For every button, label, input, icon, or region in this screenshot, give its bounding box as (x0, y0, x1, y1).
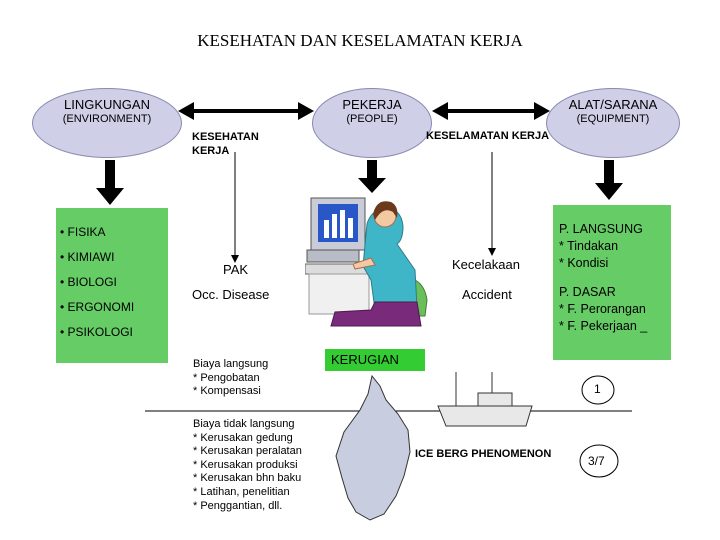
equipment-factor-item: * Kondisi (559, 256, 609, 270)
page-title: KESEHATAN DAN KESELAMATAN KERJA (197, 31, 523, 50)
arrow-people-equipment (432, 102, 550, 120)
work-safety-label: KESELAMATAN KERJA (426, 130, 550, 142)
down-arrow-right (595, 160, 623, 200)
equipment-oval: ALAT/SARANA (EQUIPMENT) (546, 88, 680, 158)
indirect-cost-item: Biaya tidak langsung (193, 418, 295, 430)
iceberg-icon (335, 374, 411, 521)
accident-label: Accident (462, 287, 512, 302)
environment-factor-item: • ERGONOMI (60, 300, 135, 314)
indirect-cost-item: * Latihan, penelitian (193, 485, 290, 498)
direct-cost-item: Biaya langsung (193, 358, 269, 370)
equipment-factor-item: * F. Pekerjaan _ (559, 319, 648, 333)
down-arrow-center (358, 160, 386, 193)
equipment-factor-item: P. DASAR (559, 285, 616, 299)
equipment-factors-box: P. LANGSUNG * Tindakan * Kondisi P. DASAR * … (553, 205, 671, 360)
kecelakaan-label: Kecelakaan (452, 257, 520, 272)
equipment-factor-item: * F. Perorangan (559, 302, 646, 316)
indirect-cost-item: * Penggantian, dll. (193, 499, 283, 512)
environment-factor-item: • BIOLOGI (60, 275, 117, 289)
equipment-label: ALAT/SARANA (568, 97, 658, 112)
worker-at-computer-illustration (305, 197, 428, 327)
equipment-factors-list: P. LANGSUNG * Tindakan * Kondisi P. DASAR * … (559, 221, 647, 335)
arrow-env-people (178, 102, 314, 120)
environment-factor-item: • KIMIAWI (60, 250, 115, 264)
occupational-disease-label: Occ. Disease (192, 287, 270, 302)
equipment-sublabel: (EQUIPMENT) (576, 113, 650, 125)
environment-sublabel: (ENVIRONMENT) (62, 113, 152, 125)
page-circle-1 (581, 375, 615, 405)
down-arrow-left (96, 160, 124, 205)
loss-label: KERUGIAN (331, 352, 399, 367)
direct-cost-item: * Kompensasi (193, 385, 261, 398)
indirect-costs-list: Biaya tidak langsung* Kerusakan gedung* … (193, 418, 302, 513)
people-oval: PEKERJA (PEOPLE) (312, 88, 432, 158)
people-sublabel: (PEOPLE) (346, 113, 398, 125)
people-label: PEKERJA (342, 97, 402, 112)
equipment-factor-item: * Tindakan (559, 239, 619, 253)
indirect-cost-item: * Kerusakan produksi (193, 458, 298, 471)
environment-oval: LINGKUNGAN (ENVIRONMENT) (32, 88, 182, 158)
environment-factors-list: • FISIKA • KIMIAWI • BIOLOGI • ERGONOMI • PS… (60, 220, 134, 345)
indirect-cost-item: * Kerusakan bhn baku (193, 472, 302, 485)
page-number-2: 3/7 (588, 454, 605, 468)
environment-factor-item: • FISIKA (60, 225, 106, 239)
page-circle-2 (579, 444, 619, 478)
environment-label: LINGKUNGAN (64, 97, 150, 112)
loss-box: KERUGIAN (325, 349, 425, 371)
direct-costs-list: Biaya langsung* Pengobatan* Kompensasi (193, 358, 268, 399)
page-number-1: 1 (594, 382, 601, 396)
pak-label: PAK (223, 262, 249, 277)
direct-cost-item: * Pengobatan (193, 371, 260, 384)
occupational-health-label: KESEHATAN KERJA (192, 131, 259, 157)
equipment-factor-item: P. LANGSUNG (559, 222, 643, 236)
ship-icon (437, 372, 533, 427)
iceberg-phenomenon-label: ICE BERG PHENOMENON (415, 448, 552, 460)
indirect-cost-item: * Kerusakan peralatan (193, 445, 302, 458)
environment-factors-box: • FISIKA • KIMIAWI • BIOLOGI • ERGONOMI • PS… (56, 208, 168, 363)
environment-factor-item: • PSIKOLOGI (60, 325, 133, 339)
indirect-cost-item: * Kerusakan gedung (193, 431, 293, 444)
